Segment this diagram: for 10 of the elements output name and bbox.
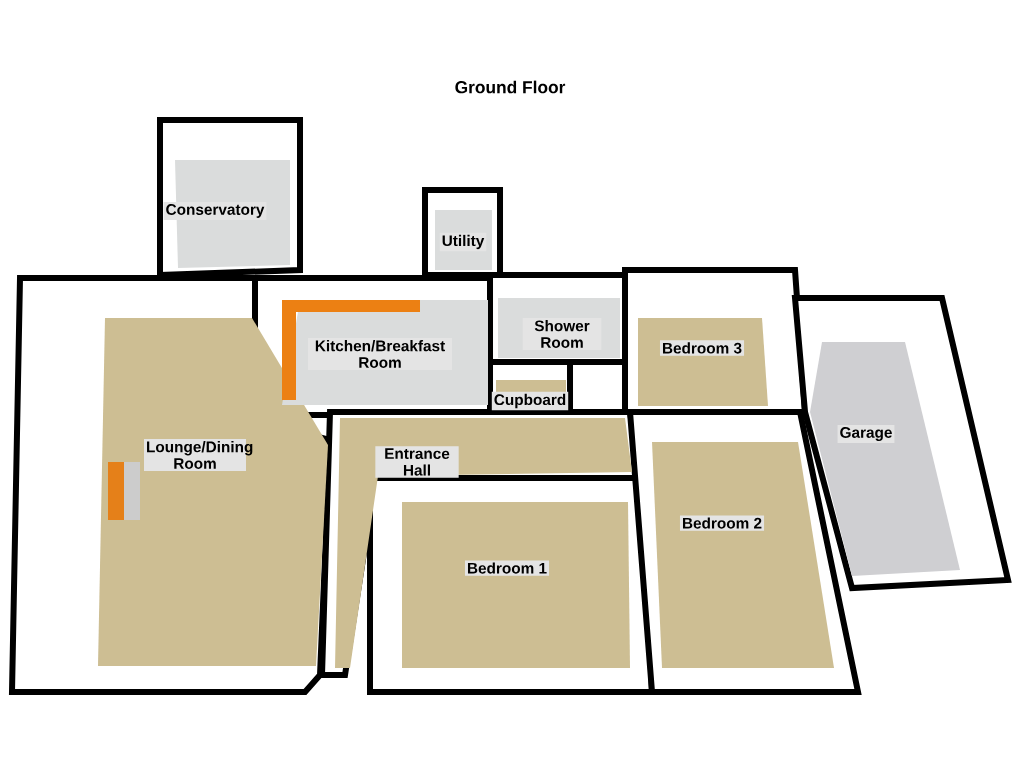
room-label: Garage [837,425,895,443]
room-label: Lounge/Dining Room [144,439,253,471]
room-label: Shower Room [522,318,602,350]
room-label: Entrance Hall [375,446,459,478]
room-label: Bedroom 3 [659,340,745,356]
room-label: Kitchen/Breakfast Room [308,338,452,370]
room-label: Bedroom 2 [679,515,765,531]
room-label: Conservatory [163,202,267,220]
title: Ground Floor [455,80,566,94]
room-label: Bedroom 1 [464,560,550,576]
